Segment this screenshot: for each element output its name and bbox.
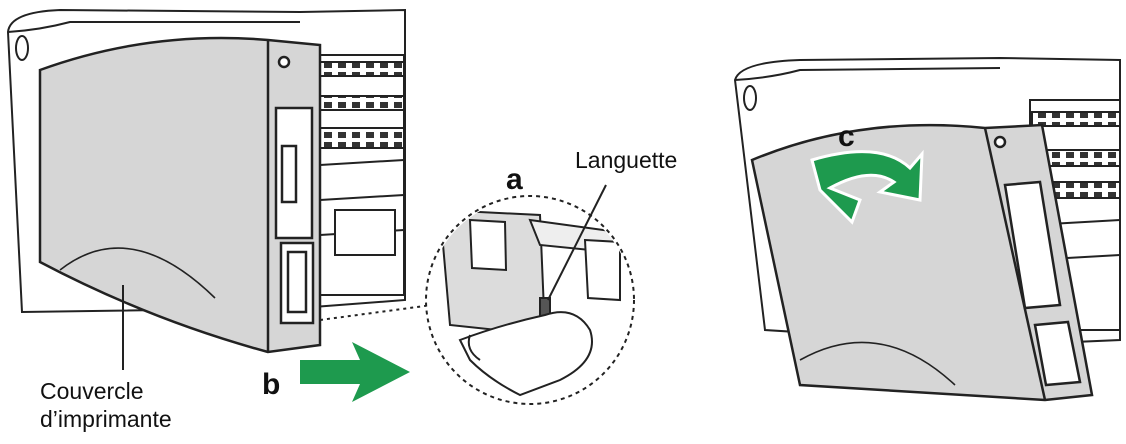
arrow-b-icon [300,342,410,402]
cover-label-line1: Couvercle [40,378,144,404]
tab-label: Languette [575,147,677,173]
cover-label-line2: d’imprimante [40,406,172,432]
zoom-detail [426,185,640,404]
step-label-c: c [838,120,855,154]
step-label-b: b [262,368,280,402]
zoom-connector [320,305,432,320]
step-label-a: a [506,163,523,197]
